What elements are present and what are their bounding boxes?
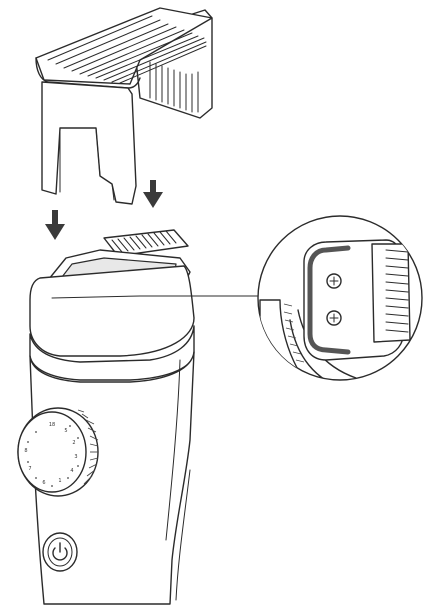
dial-dot-ring <box>27 425 79 487</box>
dial-label-7: 7 <box>28 466 31 472</box>
magnified-screw-top <box>326 273 342 289</box>
power-button[interactable] <box>42 532 78 572</box>
insert-arrow-left <box>45 210 65 240</box>
callout-leader-line <box>51 295 259 299</box>
blade-teeth <box>111 230 177 253</box>
guide-comb <box>35 7 213 205</box>
dial-knurling <box>77 409 99 485</box>
dial-label-8: 8 <box>24 448 27 454</box>
guide-comb-back-teeth <box>149 61 199 113</box>
magnified-detail-circle <box>257 215 423 381</box>
highlighted-blade-clip <box>307 245 351 355</box>
length-adjustment-dial[interactable]: 18 5 2 3 4 1 6 7 8 <box>17 407 99 497</box>
dial-label-5: 1 <box>58 478 61 484</box>
dial-label-1: 5 <box>64 428 67 434</box>
magnified-knurl <box>283 303 305 363</box>
magnified-screw-bottom <box>326 310 342 326</box>
insert-arrow-right <box>143 180 163 208</box>
dial-label-2: 2 <box>72 440 75 446</box>
power-icon <box>52 542 68 561</box>
dial-label-0: 18 <box>49 422 55 428</box>
guide-comb-top-ribs <box>47 15 207 84</box>
dial-label-6: 6 <box>42 480 45 486</box>
dial-label-3: 3 <box>74 454 77 460</box>
magnified-blade-teeth <box>385 249 409 333</box>
dial-label-4: 4 <box>70 468 73 474</box>
